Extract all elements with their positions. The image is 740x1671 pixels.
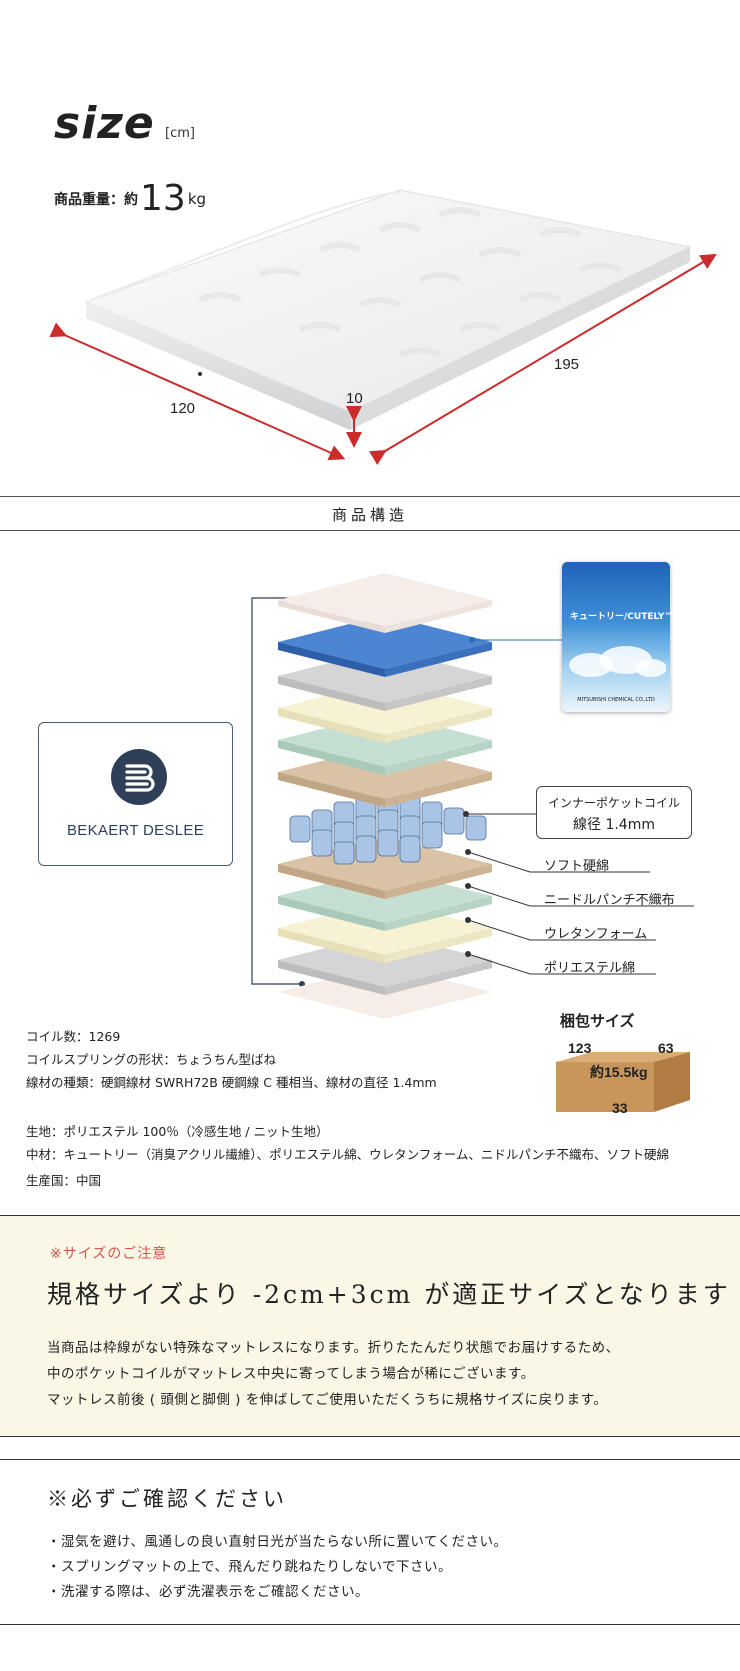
- section-divider-bottom: [0, 530, 740, 531]
- packing-size-title: 梱包サイズ: [560, 1012, 635, 1030]
- packing-width: 123: [568, 1040, 592, 1056]
- size-notice-line-2: 中のポケットコイルがマットレス中央に寄ってしまう場合が稀にございます。: [47, 1366, 535, 1382]
- layer-label-polyester: ポリエステル綿: [544, 961, 636, 976]
- section-divider-top: [0, 496, 740, 497]
- cloud-icon: [569, 646, 666, 677]
- packing-depth: 63: [658, 1040, 674, 1056]
- confirm-notice-box: [0, 1459, 740, 1625]
- section-title-structure: 商品構造: [331, 506, 408, 524]
- dim-length-label: 195: [554, 356, 580, 373]
- package-maker: MITSUBISHI CHEMICAL CO.,LTD: [577, 697, 655, 703]
- dim-thickness-label: 10: [346, 390, 363, 407]
- width-arrow: [49, 322, 346, 461]
- spec-coil-shape: コイルスプリングの形状：ちょうちん型ばね: [26, 1052, 277, 1067]
- weight-label: 商品重量：約: [54, 192, 138, 208]
- packing-height: 33: [612, 1100, 628, 1116]
- spec-fabric: 生地：ポリエステル 100％（冷感生地 / ニット生地）: [26, 1124, 329, 1139]
- dim-width-label: 120: [170, 400, 196, 417]
- layer-label-soft-cotton: ソフト硬綿: [544, 859, 610, 874]
- weight-value: 13: [140, 178, 186, 219]
- coil-callout-diameter: 線径 1.4mm: [573, 817, 655, 833]
- size-notice-line-1: 当商品は枠線がない特殊なマットレスになります。折りたたんだり状態でお届けするため…: [47, 1340, 620, 1356]
- size-notice-headline: 規格サイズより -2cm+3cm が適正サイズとなります: [47, 1280, 731, 1309]
- confirm-item-3: ・洗濯する際は、必ず洗濯表示をご確認ください。: [47, 1584, 369, 1600]
- size-notice-label: ※サイズのご注意: [50, 1246, 168, 1262]
- mattress-illustration: [49, 189, 717, 465]
- weight-unit: kg: [187, 190, 207, 208]
- coil-callout: インナーポケットコイル 線径 1.4mm: [536, 786, 692, 839]
- spec-coil-count: コイル数：1269: [26, 1029, 121, 1044]
- bekaert-logo-icon: [111, 749, 167, 805]
- packing-weight: 約15.5kg: [590, 1064, 648, 1080]
- brand-name: BEKAERT DESLEE: [66, 822, 205, 839]
- length-arrow: [369, 253, 717, 465]
- package-product-name: キュートリー/CUTELY™: [570, 612, 674, 622]
- confirm-item-1: ・湿気を避け、風通しの良い直射日光が当たらない所に置いてください。: [47, 1534, 508, 1550]
- product-package-image: [562, 562, 670, 712]
- size-title: size: [54, 98, 155, 149]
- spec-origin: 生産国：中国: [26, 1173, 102, 1188]
- brand-box: [38, 722, 233, 866]
- layer-label-urethane: ウレタンフォーム: [544, 927, 648, 942]
- mattress-body: [84, 189, 692, 430]
- size-unit: [cm]: [165, 126, 195, 141]
- size-notice-box: [0, 1215, 740, 1437]
- confirm-item-2: ・スプリングマットの上で、飛んだり跳ねたりしないで下さい。: [47, 1559, 453, 1575]
- pocket-coils: [289, 789, 487, 865]
- spec-wire-type: 線材の種類：硬鋼線材 SWRH72B 硬鋼線 C 種相当、線材の直径 1.4mm: [26, 1075, 437, 1090]
- layer-structure-diagram: [251, 573, 694, 1019]
- layer-label-needle-punch: ニードルパンチ不織布: [544, 893, 675, 908]
- size-notice-line-3: マットレス前後 ( 頭側と脚側 ) を伸ばしてご使用いただくうちに規格サイズに戻…: [47, 1392, 608, 1408]
- spec-filling: 中材：キュートリー（消臭アクリル繊維）、ポリエステル綿、ウレタンフォーム、ニドル…: [26, 1147, 670, 1162]
- confirm-notice-headline: ※必ずご確認ください: [47, 1487, 287, 1511]
- coil-callout-title: インナーポケットコイル: [547, 796, 680, 810]
- cardboard-box-icon: [556, 1052, 690, 1112]
